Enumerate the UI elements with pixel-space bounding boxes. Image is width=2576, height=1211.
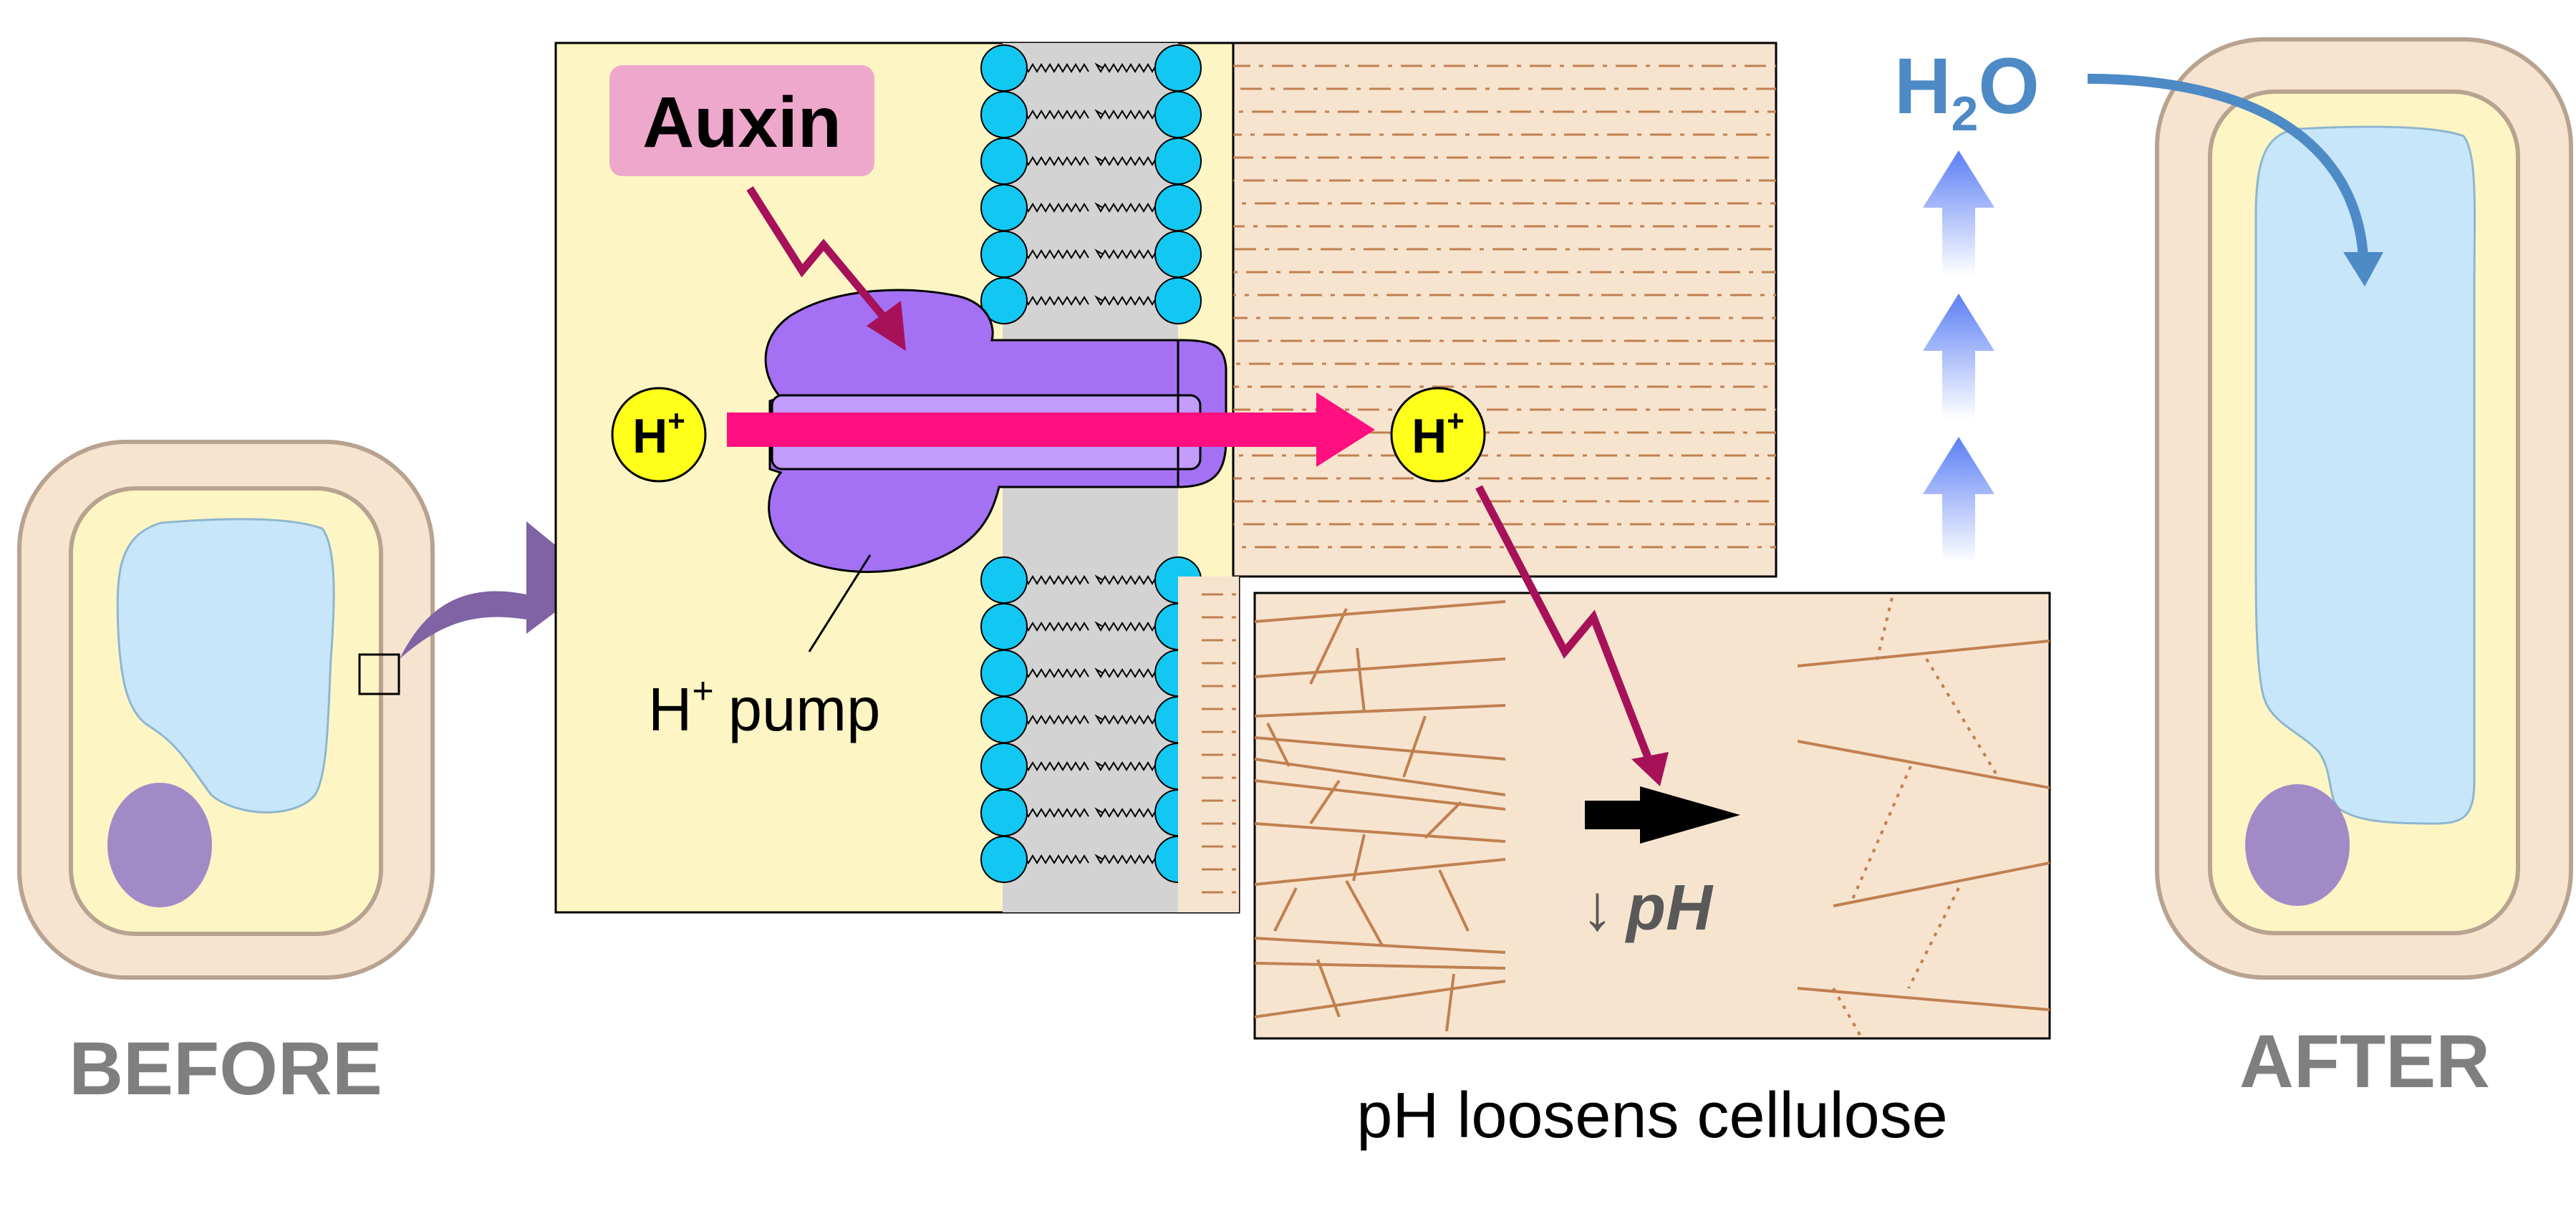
water-label: H2O	[1894, 42, 2040, 141]
ph-signal-arrow	[1475, 485, 1653, 761]
svg-text:H+: H+	[632, 404, 685, 463]
ph-drop-label: ↓pH	[1581, 872, 1714, 944]
after-cell	[2155, 37, 2573, 980]
h-pump-label: H+pump	[648, 670, 880, 744]
change-arrow	[1585, 801, 1642, 829]
ph-loosens-caption: pH loosens cellulose	[1356, 1080, 1947, 1152]
up-arrow-2	[1923, 294, 1994, 419]
before-vacuole	[116, 518, 335, 814]
cellulose-panel: ↓pH	[1244, 582, 2054, 1046]
water-uptake-arrows	[1923, 150, 1994, 562]
proton-inside: H+	[611, 387, 707, 483]
proton-transport-arrow	[727, 412, 1316, 447]
phospholipid-bilayer	[980, 44, 1202, 883]
proton-outside: H+	[1390, 387, 1486, 483]
zoom-arrow	[400, 521, 598, 659]
water-into-vacuole-arrow	[2087, 74, 2368, 259]
before-nucleus	[107, 783, 212, 907]
cell-wall-region	[1232, 42, 1777, 578]
auxin-label: Auxin	[642, 82, 841, 163]
tight-cellulose	[1255, 600, 1505, 1032]
auxin-box	[609, 65, 874, 176]
up-arrow-3	[1923, 437, 1994, 562]
auxin-signal-arrow	[746, 186, 892, 325]
after-vacuole	[2254, 125, 2476, 825]
after-nucleus	[2245, 784, 2350, 906]
up-arrow-1	[1923, 150, 1994, 276]
before-cell	[17, 440, 435, 980]
lower-wall-fibers	[1202, 593, 1243, 894]
zoom-region-marker	[358, 653, 400, 695]
pump-pointer-line	[808, 554, 872, 652]
after-label: AFTER	[2239, 1020, 2490, 1104]
cell-wall-fibers	[1233, 64, 1776, 549]
before-label: BEFORE	[69, 1027, 382, 1111]
svg-text:H+: H+	[1412, 404, 1465, 463]
loose-cellulose	[1798, 597, 2050, 1038]
